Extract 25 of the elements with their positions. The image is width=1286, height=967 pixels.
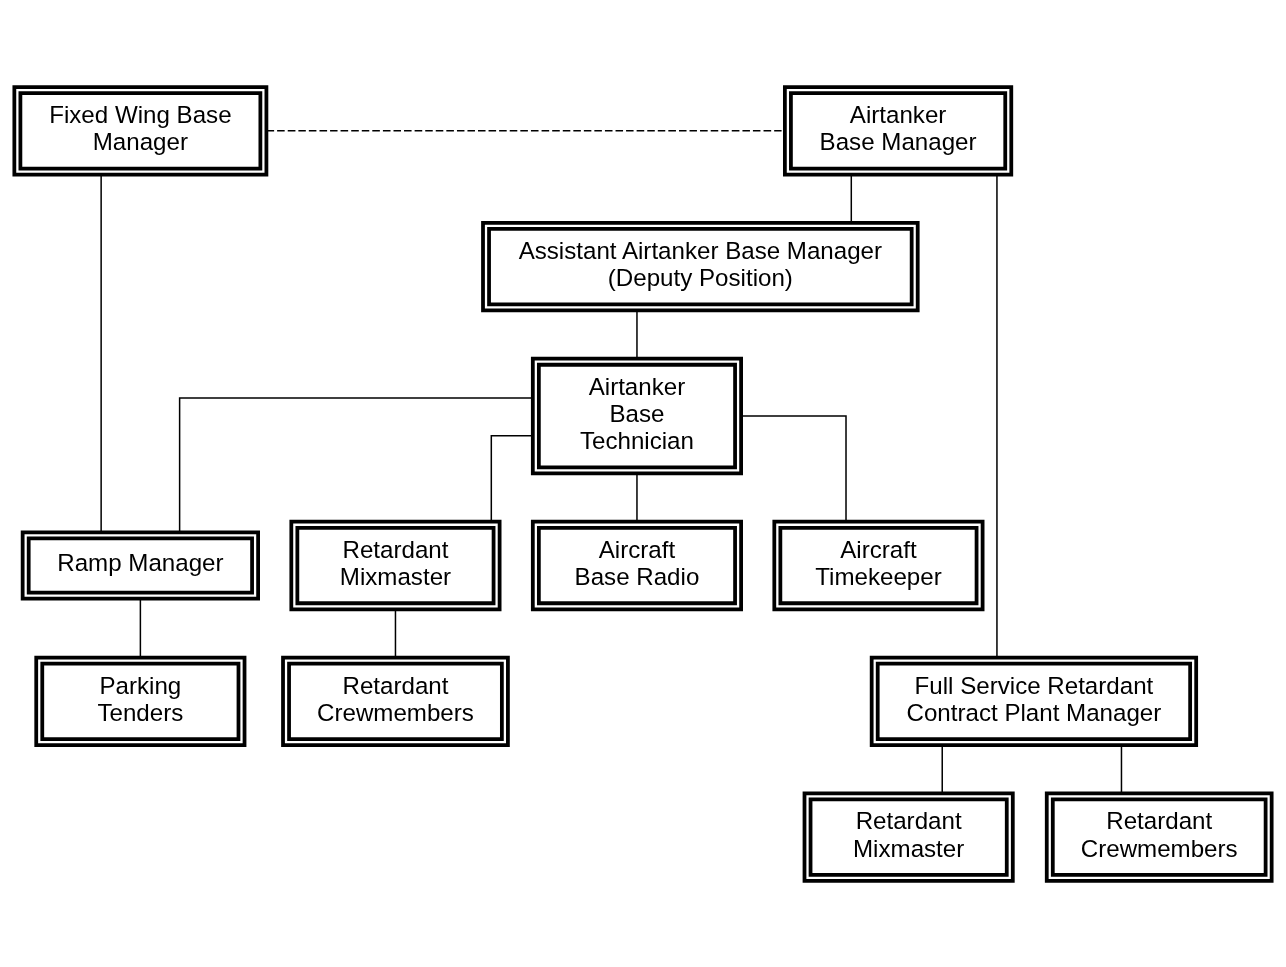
connector xyxy=(740,414,847,522)
connector xyxy=(139,597,142,658)
node-box: Retardant Mixmaster xyxy=(289,519,502,611)
node-box: Assistant Airtanker Base Manager (Deputy Position) xyxy=(481,220,920,312)
connector xyxy=(636,309,638,359)
node-box: Airtanker Base Manager xyxy=(783,84,1014,176)
node-box: Fixed Wing Base Manager xyxy=(12,84,269,176)
connector xyxy=(850,174,853,223)
node-box: Airtanker Base Technician xyxy=(530,356,743,475)
node-box: Retardant Crewmembers xyxy=(281,655,510,747)
connector xyxy=(394,608,397,658)
node-box: Aircraft Timekeeper xyxy=(772,519,985,611)
node-box: Ramp Manager xyxy=(20,529,260,601)
node-box: Retardant Crewmembers xyxy=(1044,791,1274,883)
connector xyxy=(490,434,534,522)
node-box: Retardant Mixmaster xyxy=(802,791,1015,883)
connector xyxy=(636,472,638,522)
connector xyxy=(100,173,102,532)
connector xyxy=(178,396,534,533)
node-box: Full Service Retardant Contract Plant Manager xyxy=(869,655,1199,747)
connector xyxy=(996,173,998,658)
connector xyxy=(941,744,943,794)
node-box: Aircraft Base Radio xyxy=(530,519,743,611)
connector xyxy=(1120,744,1123,794)
node-box: Parking Tenders xyxy=(34,655,247,747)
